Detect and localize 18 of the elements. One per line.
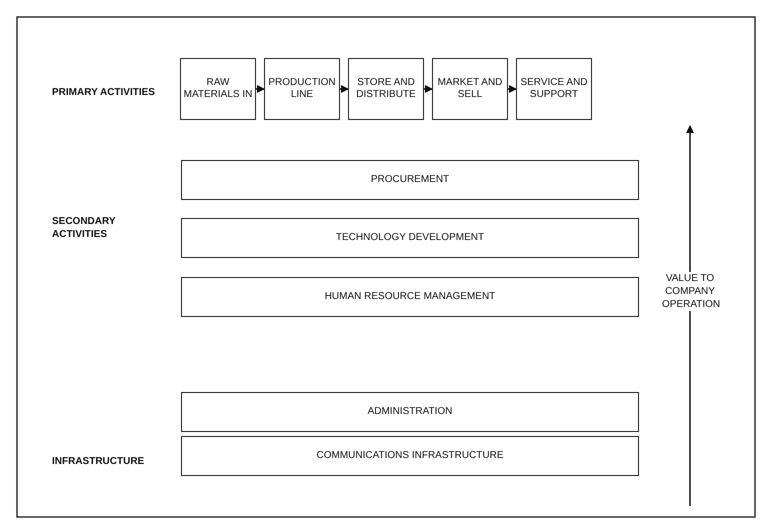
activity-bar: ADMINISTRATION [181,392,639,432]
process-box: SERVICE AND SUPPORT [516,58,592,120]
axis-label: VALUE TO COMPANY OPERATION [662,272,718,311]
activity-bar: TECHNOLOGY DEVELOPMENT [181,218,639,258]
activity-bar: HUMAN RESOURCE MANAGEMENT [181,277,639,317]
arrow [424,85,433,93]
arrow [256,85,265,93]
process-box: PRODUCTION LINE [264,58,340,120]
row-heading: INFRASTRUCTURE [52,455,146,468]
activity-bar: COMMUNICATIONS INFRASTRUCTURE [181,436,639,476]
process-box: MARKET AND SELL [432,58,508,120]
activity-bar: PROCUREMENT [181,160,639,200]
arrow [340,85,349,93]
process-box: RAW MATERIALS IN [180,58,256,120]
arrow [508,85,517,93]
row-heading: SECONDARY ACTIVITIES [52,215,116,241]
row-heading: PRIMARY ACTIVITIES [52,86,156,99]
process-box: STORE AND DISTRIBUTE [348,58,424,120]
